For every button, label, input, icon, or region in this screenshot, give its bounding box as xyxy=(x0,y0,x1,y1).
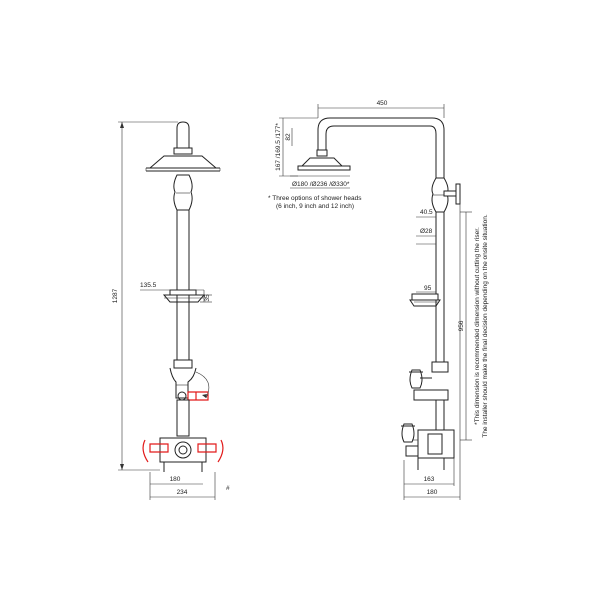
side-riser-length-label: 956 xyxy=(458,320,465,331)
front-lower-riser xyxy=(176,399,190,437)
side-view: 450 167 /169.5 /177* 82 Ø180 /Ø236 /Ø330… xyxy=(268,100,489,500)
front-right-valve-handle xyxy=(197,443,217,453)
front-overall-width-label: 234 xyxy=(177,489,188,496)
front-shelf-width-label: 135.5 xyxy=(140,282,157,289)
side-riser-diameter-label: Ø28 xyxy=(420,228,433,235)
front-upper-joint xyxy=(173,174,193,211)
side-head-diameters-label: Ø180 /Ø236 /Ø330* xyxy=(292,181,350,188)
side-head-heights-label: 167 /169.5 /177* xyxy=(275,123,282,171)
front-inlet-dimension: 180 234 # xyxy=(149,472,230,500)
side-shelf-label: 95 xyxy=(424,285,432,292)
front-height-dimension: 1287 xyxy=(112,121,178,471)
front-view: 1287 135.5 35 180 234 # xyxy=(112,121,230,500)
side-head-drop-label: 82 xyxy=(285,133,292,141)
front-riser xyxy=(176,209,190,361)
front-height-label: 1287 xyxy=(112,288,119,303)
side-riser xyxy=(435,211,445,363)
side-soap-shelf: 95 xyxy=(409,285,441,307)
side-depth-label: 163 xyxy=(424,476,435,483)
side-upper-valve xyxy=(409,361,449,431)
front-shower-arm xyxy=(176,121,190,150)
front-shelf-height-label: 35 xyxy=(204,294,211,302)
side-bracket-label: 40.5 xyxy=(420,209,433,216)
side-footnote-line-1: * Three options of shower heads xyxy=(268,195,362,202)
front-thermostatic-bar xyxy=(142,437,224,472)
side-footnote-line-2: (6 inch, 9 inch and 12 inch) xyxy=(276,203,354,210)
side-shower-head xyxy=(297,149,351,171)
front-upper-valve-handle xyxy=(187,391,209,401)
front-left-valve-handle xyxy=(149,443,169,453)
side-projection-label: 450 xyxy=(377,100,388,107)
front-inlet-centres-label: 180 xyxy=(170,476,181,483)
side-projection-dimension: 450 xyxy=(317,100,445,118)
side-note-line-2: The installer should make the final deci… xyxy=(482,214,489,438)
side-lower-valve xyxy=(401,423,455,470)
front-head-collar xyxy=(173,147,193,155)
front-hash-marker: # xyxy=(226,485,230,492)
front-upper-valve xyxy=(169,359,209,401)
side-head-height-dimension: 167 /169.5 /177* 82 Ø180 /Ø236 /Ø330* xyxy=(275,117,350,189)
side-note-line-1: *This dimension is recommended dimension… xyxy=(474,227,481,425)
side-bracket-dimension: 40.5 Ø28 xyxy=(416,209,436,245)
front-shower-head xyxy=(148,155,218,169)
side-wall-bracket xyxy=(443,183,461,205)
side-base-label: 180 xyxy=(427,489,438,496)
side-shower-arm xyxy=(317,117,445,178)
side-riser-length-dimension: 956 xyxy=(458,211,472,441)
front-shelf-dimension: 135.5 35 xyxy=(140,282,212,303)
front-rotation-arc-upper xyxy=(195,371,210,399)
side-depth-dimension: 163 180 xyxy=(403,200,461,500)
